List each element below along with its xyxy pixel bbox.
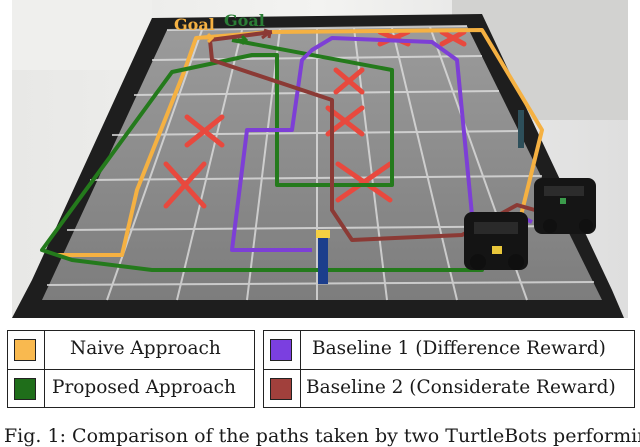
legend: Naive Approach Proposed Approach Baselin… [7, 330, 635, 410]
legend-right-box: Baseline 1 (Difference Reward) Baseline … [263, 330, 635, 408]
legend-label-proposed: Proposed Approach [52, 377, 236, 398]
legend-swatch-proposed [14, 378, 36, 400]
legend-left-box: Naive Approach Proposed Approach [7, 330, 255, 408]
legend-left-divider [8, 369, 254, 370]
legend-right-vdivider [300, 331, 301, 407]
goal-label-naive: Goal [174, 15, 215, 34]
room-left-wall [12, 0, 152, 70]
pole-top [316, 230, 330, 238]
figure-caption: Fig. 1: Comparison of the paths taken by… [4, 425, 640, 447]
legend-swatch-baseline1 [270, 339, 292, 361]
legend-label-naive: Naive Approach [70, 338, 221, 359]
legend-right-divider [264, 369, 634, 370]
legend-left-vdivider [44, 331, 45, 407]
pole [318, 232, 328, 284]
goal-label-proposed: Goal [224, 11, 265, 30]
legend-swatch-baseline2 [270, 378, 292, 400]
arena-photo-svg [12, 0, 628, 318]
legend-label-baseline2: Baseline 2 (Considerate Reward) [306, 377, 616, 398]
arena-photo: Goal Goal [12, 0, 628, 318]
floor-grid [46, 25, 595, 301]
legend-swatch-naive [14, 339, 36, 361]
goal-arrows [204, 28, 272, 46]
turtlebot-front [464, 212, 528, 270]
legend-label-baseline1: Baseline 1 (Difference Reward) [312, 338, 606, 359]
pole-back [518, 110, 524, 148]
turtlebot-back [534, 178, 596, 234]
